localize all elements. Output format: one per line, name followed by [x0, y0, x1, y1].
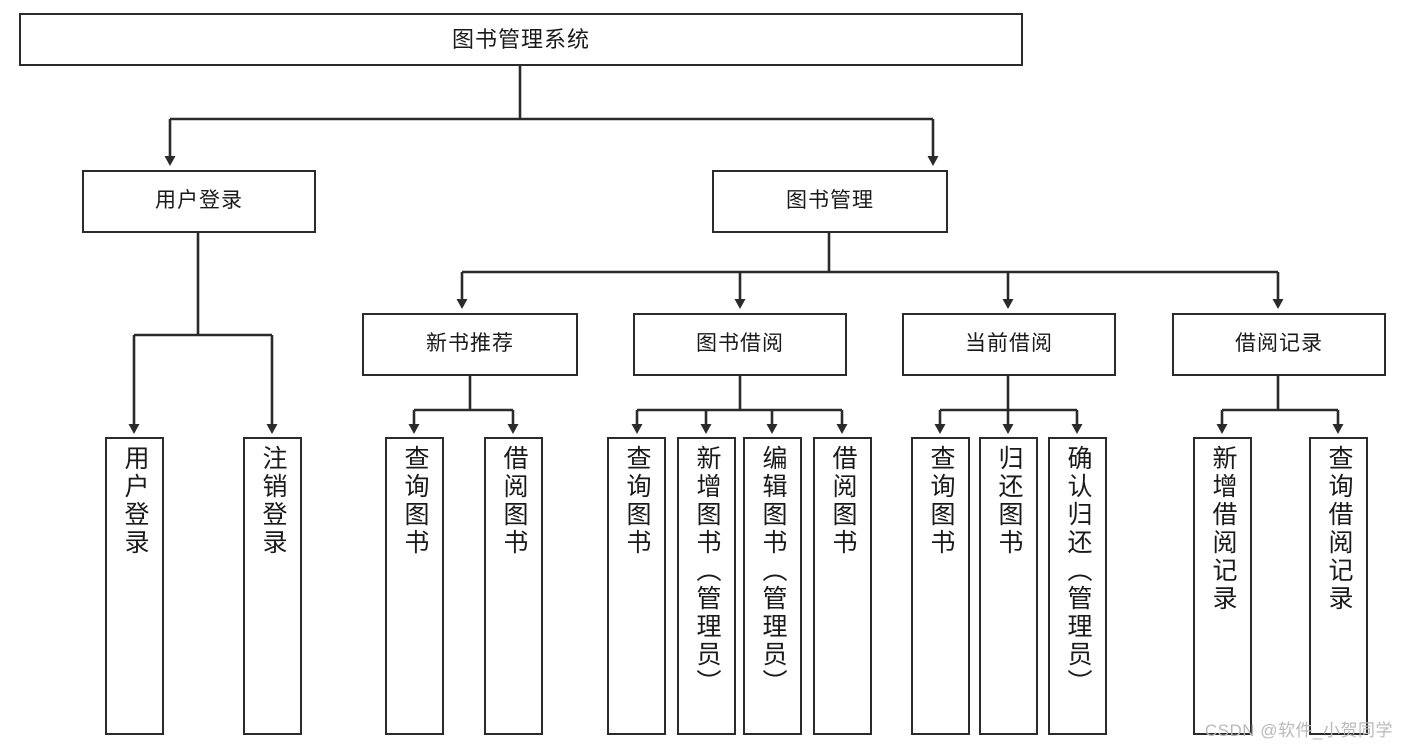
node-label: 图书管理	[786, 189, 874, 213]
node-label: 查询图书	[401, 445, 429, 557]
node-new-book-recommend[interactable]: 新书推荐	[362, 313, 578, 376]
node-user-login[interactable]: 用户登录	[82, 170, 316, 233]
node-label: 编辑图书（管理员）	[759, 445, 787, 697]
node-label: 注销登录	[259, 445, 287, 557]
leaf-current-return-book[interactable]: 归还图书	[979, 437, 1038, 735]
node-label: 图书管理系统	[451, 26, 590, 52]
node-label: 新书推荐	[426, 332, 514, 356]
leaf-borrow-borrow-book[interactable]: 借阅图书	[813, 437, 872, 735]
leaf-borrow-add-book-admin[interactable]: 新增图书（管理员）	[677, 437, 736, 735]
node-label: 查询图书	[623, 445, 651, 557]
node-label: 用户登录	[155, 189, 243, 213]
node-borrow-record[interactable]: 借阅记录	[1172, 313, 1386, 376]
leaf-borrow-edit-book-admin[interactable]: 编辑图书（管理员）	[743, 437, 802, 735]
node-label: 图书借阅	[696, 332, 784, 356]
node-label: 借阅图书	[500, 445, 528, 557]
node-label: 借阅图书	[829, 445, 857, 557]
leaf-borrow-query-book[interactable]: 查询图书	[607, 437, 666, 735]
leaf-new-book-borrow[interactable]: 借阅图书	[484, 437, 543, 735]
watermark: CSDN @软件_小贺同学	[1204, 721, 1393, 740]
leaf-current-confirm-return-admin[interactable]: 确认归还（管理员）	[1048, 437, 1107, 735]
node-label: 确认归还（管理员）	[1064, 445, 1092, 697]
leaf-new-book-query[interactable]: 查询图书	[385, 437, 444, 735]
leaf-current-query-book[interactable]: 查询图书	[911, 437, 970, 735]
node-label: 查询图书	[927, 445, 955, 557]
node-label: 新增图书（管理员）	[693, 445, 721, 697]
node-label: 借阅记录	[1235, 332, 1323, 356]
node-current-borrow[interactable]: 当前借阅	[902, 313, 1116, 376]
node-label: 用户登录	[121, 445, 149, 557]
node-book-borrow[interactable]: 图书借阅	[633, 313, 847, 376]
node-label: 新增借阅记录	[1209, 445, 1237, 613]
node-label: 当前借阅	[965, 332, 1053, 356]
leaf-user-login-logout[interactable]: 注销登录	[243, 437, 302, 735]
leaf-user-login-login[interactable]: 用户登录	[105, 437, 164, 735]
node-book-management[interactable]: 图书管理	[712, 170, 948, 233]
node-root-system[interactable]: 图书管理系统	[19, 13, 1023, 66]
leaf-record-add[interactable]: 新增借阅记录	[1193, 437, 1252, 735]
leaf-record-query[interactable]: 查询借阅记录	[1309, 437, 1368, 735]
node-label: 归还图书	[995, 445, 1023, 557]
node-label: 查询借阅记录	[1325, 445, 1353, 613]
